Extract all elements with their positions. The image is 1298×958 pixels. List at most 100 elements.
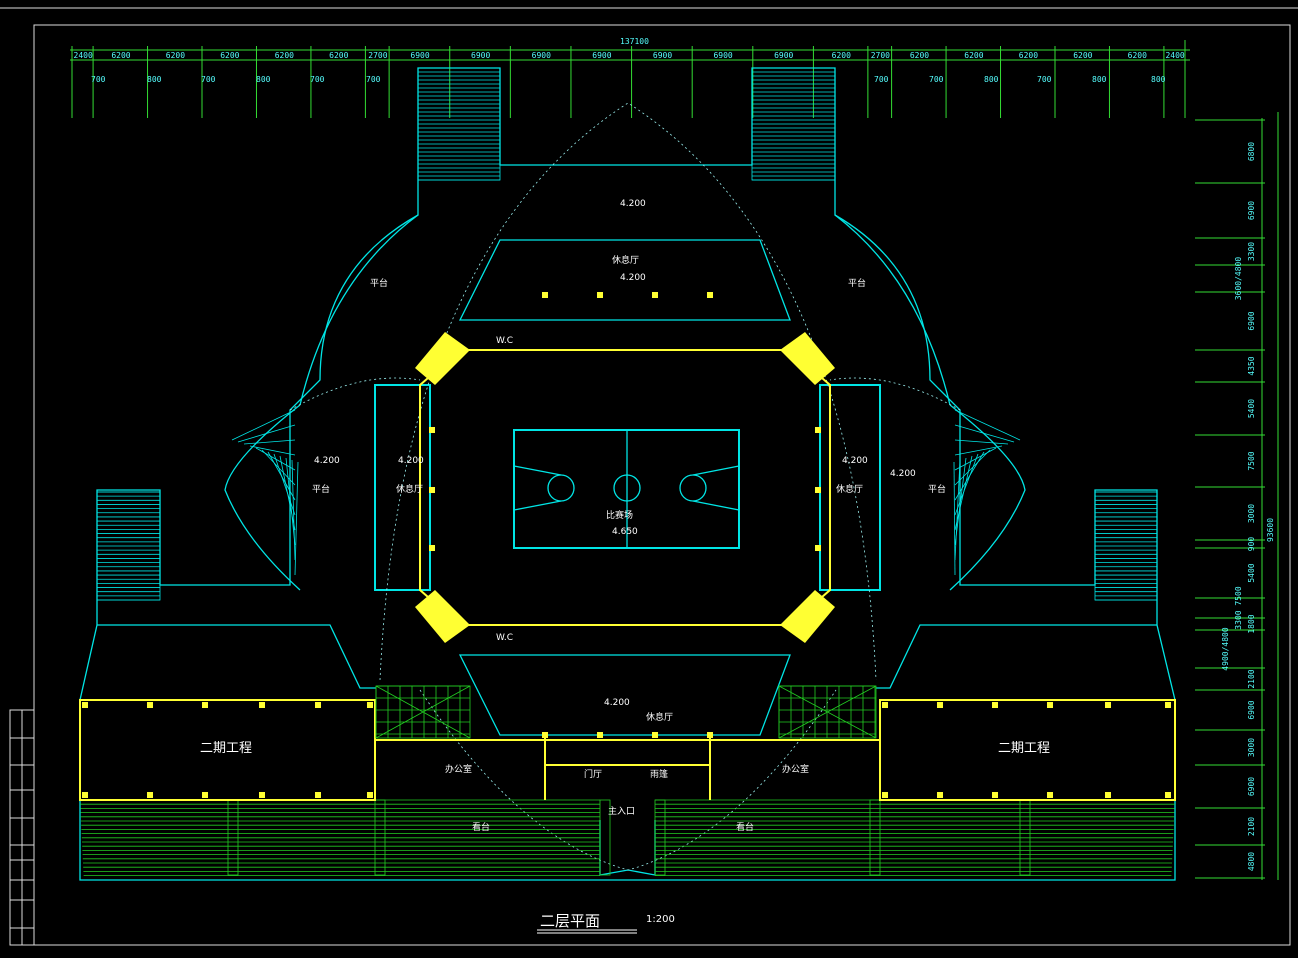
column-marker	[429, 487, 435, 493]
elevation-top: 4.200	[620, 199, 646, 209]
column-marker	[1105, 792, 1111, 798]
column-marker	[147, 792, 153, 798]
hall-right: 休息厅	[836, 483, 863, 495]
right-dimension: 4800	[1247, 852, 1256, 871]
sub-dimension: 700	[310, 75, 325, 84]
top-dimension: 6200	[1128, 51, 1147, 60]
top-dimension: 6900	[774, 51, 793, 60]
column-marker	[597, 732, 603, 738]
arena-corner-doors	[415, 332, 835, 643]
column-marker	[315, 792, 321, 798]
elevation-bottom: 4.200	[604, 698, 630, 708]
column-marker	[367, 702, 373, 708]
wc-top: W.C	[496, 336, 513, 346]
drawing-frame	[0, 7, 1298, 946]
right-dimension: 2100	[1247, 669, 1256, 688]
platform-right: 平台	[928, 483, 946, 495]
right-dimension: 4350	[1247, 356, 1256, 375]
sub-dimension: 700	[201, 75, 216, 84]
right-dimension: 6900	[1247, 201, 1256, 220]
right-dimension: 1800	[1247, 614, 1256, 633]
column-marker	[937, 792, 943, 798]
stand-left: 看台	[472, 821, 490, 833]
right-dimension: 7500	[1247, 451, 1256, 470]
column-marker	[542, 292, 548, 298]
hall-left: 休息厅	[396, 483, 423, 495]
canopy-label: 雨篷	[650, 768, 668, 780]
column-marker	[707, 292, 713, 298]
platform-tr: 平台	[848, 277, 866, 289]
arena-walls	[79, 349, 1176, 801]
column-marker	[652, 732, 658, 738]
top-dimension: 6200	[166, 51, 185, 60]
right-dimension: 6800	[1247, 142, 1256, 161]
column-marker	[992, 792, 998, 798]
sub-dimension: 800	[1151, 75, 1166, 84]
column-marker	[542, 732, 548, 738]
platform-left: 平台	[312, 483, 330, 495]
top-dimension: 6900	[471, 51, 490, 60]
right-dimension: 6900	[1247, 777, 1256, 796]
right-dimension: 6900	[1247, 700, 1256, 719]
roof-outline	[289, 102, 961, 871]
right-dimension: 2100	[1247, 817, 1256, 836]
right-total-dimension: 93600	[1266, 518, 1275, 542]
column-marker	[815, 545, 821, 551]
top-dimension: 6900	[410, 51, 429, 60]
right-dimension: 900	[1247, 537, 1256, 552]
top-dimension: 6200	[111, 51, 130, 60]
stairs	[80, 67, 1175, 876]
top-dimension: 6200	[329, 51, 348, 60]
right-dimension: 3300	[1247, 242, 1256, 261]
top-dimension: 6900	[653, 51, 672, 60]
top-dimension: 6200	[1019, 51, 1038, 60]
top-dimension: 6200	[220, 51, 239, 60]
wc-bottom: W.C	[496, 633, 513, 643]
column-marker	[992, 702, 998, 708]
column-marker	[367, 792, 373, 798]
office-right: 办公室	[782, 763, 809, 775]
elevation-right: 4.200	[890, 469, 916, 479]
column-marker	[937, 702, 943, 708]
column-marker	[429, 427, 435, 433]
column-marker	[1165, 792, 1171, 798]
top-dimension: 2700	[871, 51, 890, 60]
column-marker	[147, 702, 153, 708]
sub-dimension: 800	[984, 75, 999, 84]
column-marker	[815, 487, 821, 493]
top-dimension: 6900	[532, 51, 551, 60]
room-labels: 比赛场 4.650 4.200 4.200 休息厅 平台 平台 4.200 平台…	[200, 199, 1050, 833]
stand-right: 看台	[736, 821, 754, 833]
top-dimension: 6200	[910, 51, 929, 60]
column-marker	[597, 292, 603, 298]
hatched-areas	[375, 685, 877, 739]
column-marker	[259, 702, 265, 708]
column-marker	[1047, 792, 1053, 798]
right-dimension: 3000	[1247, 738, 1256, 757]
right-dimension: 6900	[1247, 311, 1256, 330]
sub-dimension: 700	[366, 75, 381, 84]
foyer-label: 门厅	[584, 768, 602, 780]
column-marker	[82, 792, 88, 798]
top-dimension: 6200	[275, 51, 294, 60]
elevation-left-hall: 4.200	[398, 456, 424, 466]
right-dimension: 3300 7500	[1234, 586, 1243, 630]
scale-text: 1:200	[646, 914, 675, 925]
court-label: 比赛场	[606, 509, 633, 521]
top-dimension: 2400	[74, 51, 93, 60]
building-outline	[79, 67, 1176, 881]
elevation-lobby: 4.200	[620, 273, 646, 283]
column-marker	[707, 732, 713, 738]
office-left: 办公室	[445, 763, 472, 775]
column-marker	[1047, 702, 1053, 708]
top-dimension: 2700	[368, 51, 387, 60]
column-marker	[882, 792, 888, 798]
dimension-lines	[70, 40, 1279, 880]
column-marker	[652, 292, 658, 298]
platform-tl: 平台	[370, 277, 388, 289]
sub-dimension: 800	[1092, 75, 1107, 84]
sub-dimension: 700	[929, 75, 944, 84]
drawing-title: 二层平面 1:200	[537, 912, 675, 934]
